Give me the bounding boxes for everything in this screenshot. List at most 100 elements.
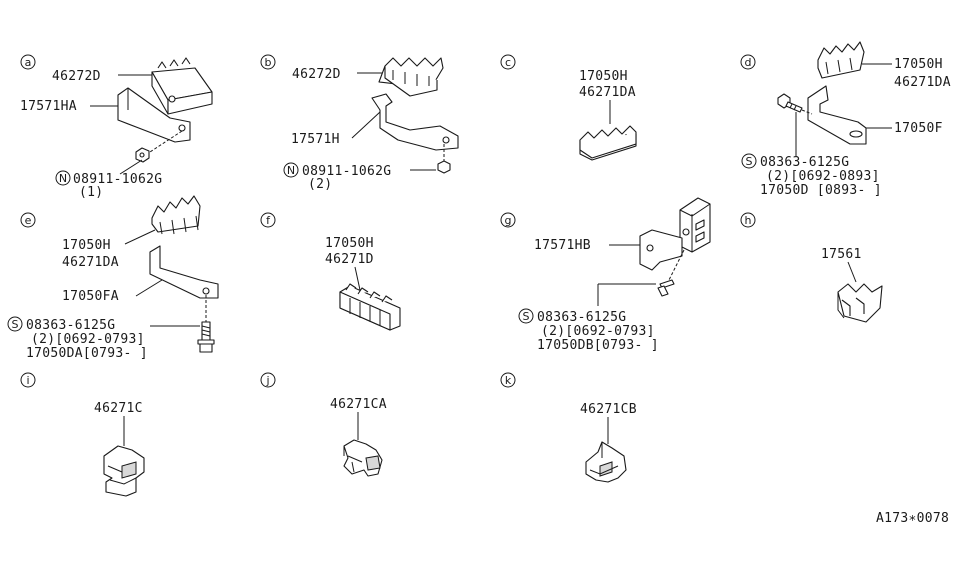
part-label-b-2: 17571H	[291, 132, 340, 147]
section-f-marker	[260, 212, 276, 228]
part-label-g-3: 17050DB[0793- ]	[537, 338, 659, 353]
section-a: a 46272D 17571HA N 08911-1062G (1)	[20, 54, 213, 200]
bolt-g	[657, 279, 675, 297]
section-c: c 17050H 46271DA	[500, 54, 637, 161]
section-a-letter: a	[25, 56, 32, 69]
prefix-S-d-text: S	[746, 155, 753, 168]
part-label-d-1: 17050H	[894, 57, 943, 72]
clip-17050H-e	[151, 195, 201, 235]
part-label-d-4: 08363-6125G	[760, 155, 849, 170]
clip-46272D-b	[378, 57, 444, 97]
leader-h	[847, 261, 857, 283]
bolt-e	[197, 321, 215, 353]
part-label-e-4: 08363-6125G	[26, 318, 115, 333]
part-label-d-3: 17050F	[894, 121, 943, 136]
section-i-letter: i	[26, 374, 29, 387]
section-g-marker	[500, 212, 516, 228]
section-e: e 17050H 46271DA 17050FA S 08363-6125G (…	[7, 195, 219, 361]
part-label-e-2: 46271DA	[62, 255, 119, 270]
part-label-f-1: 17050H	[325, 236, 374, 251]
prefix-S-d	[741, 153, 757, 169]
part-label-i: 46271C	[94, 401, 143, 416]
prefix-S-g	[518, 308, 534, 324]
section-h-marker	[740, 212, 756, 228]
part-label-e-3: 17050FA	[62, 289, 119, 304]
prefix-N-a-text: N	[59, 172, 67, 185]
section-k-letter: k	[505, 374, 512, 387]
section-f: f 17050H 46271D	[260, 212, 401, 331]
part-label-a-3: 08911-1062G	[73, 172, 162, 187]
section-j-marker	[260, 372, 276, 388]
part-label-a-1: 46272D	[52, 69, 101, 84]
section-d-letter: d	[745, 56, 752, 69]
dash-d	[801, 109, 813, 115]
diagram-code: A173∗0078	[876, 511, 949, 526]
section-i: i 46271C	[20, 372, 145, 497]
part-label-b-3: 08911-1062G	[302, 164, 391, 179]
section-a-marker	[20, 54, 36, 70]
part-label-k: 46271CB	[580, 402, 637, 417]
section-i-marker	[20, 372, 36, 388]
section-k: k 46271CB	[500, 372, 637, 483]
leader-e-2	[135, 279, 163, 297]
section-h-letter: h	[745, 214, 752, 227]
nut-a	[135, 147, 150, 163]
bracket-17571HA	[117, 87, 191, 143]
qty-label-a: (1)	[79, 185, 103, 200]
date-range-d: (2)[0692-0893]	[766, 169, 880, 184]
prefix-S-e	[7, 316, 23, 332]
clip-17050H-c	[579, 125, 637, 161]
section-e-letter: e	[25, 214, 32, 227]
part-label-a-2: 17571HA	[20, 99, 77, 114]
section-c-marker	[500, 54, 516, 70]
prefix-N-b	[283, 162, 299, 178]
bracket-17571H	[371, 93, 459, 151]
part-label-d-5: 17050D [0893- ]	[760, 183, 882, 198]
clip-17561	[837, 283, 883, 323]
section-j: j 46271CA	[260, 372, 387, 477]
part-label-c-2: 46271DA	[579, 85, 636, 100]
clip-17050H-f	[339, 283, 401, 331]
section-g: g 17571HB S 08363-6125G (2)[0692-0793] 1…	[500, 197, 711, 353]
section-b: b 46272D 17571H N 08911-1062G (2)	[260, 54, 459, 192]
leader-a-3	[119, 159, 143, 175]
prefix-S-e-text: S	[12, 318, 19, 331]
section-k-marker	[500, 372, 516, 388]
part-label-c-1: 17050H	[579, 69, 628, 84]
prefix-N-a	[55, 170, 71, 186]
section-c-letter: c	[505, 56, 511, 69]
dash-g	[667, 249, 685, 283]
part-label-g-1: 17571HB	[534, 238, 591, 253]
clip-17050H-d	[817, 41, 865, 79]
prefix-S-g-text: S	[523, 310, 530, 323]
leader-b-2	[351, 111, 381, 139]
section-d: d 17050H 46271DA 17050F S 08363-6125G (2…	[740, 41, 951, 198]
clip-46271CA	[343, 439, 383, 477]
bracket-17571HB	[639, 229, 683, 271]
clip-46271C	[103, 445, 145, 497]
bolt-d	[777, 93, 803, 113]
part-label-b-1: 46272D	[292, 67, 341, 82]
clip-g	[679, 197, 711, 253]
section-d-marker	[740, 54, 756, 70]
section-f-letter: f	[266, 214, 271, 227]
part-label-j: 46271CA	[330, 397, 387, 412]
section-b-marker	[260, 54, 276, 70]
section-b-letter: b	[265, 56, 272, 69]
part-label-h: 17561	[821, 247, 862, 262]
part-label-g-2: 08363-6125G	[537, 310, 626, 325]
part-label-f-2: 46271D	[325, 252, 374, 267]
section-j-letter: j	[265, 374, 269, 387]
section-e-marker	[20, 212, 36, 228]
part-label-e-5: 17050DA[0793- ]	[26, 346, 148, 361]
qty-label-b: (2)	[308, 177, 332, 192]
dash-a	[149, 130, 183, 153]
clip-46271CB	[585, 441, 627, 483]
date-range-g: (2)[0692-0793]	[541, 324, 655, 339]
clip-46272D-a	[151, 57, 213, 115]
part-label-e-1: 17050H	[62, 238, 111, 253]
bracket-17050F	[807, 85, 867, 145]
nut-b	[437, 160, 451, 174]
